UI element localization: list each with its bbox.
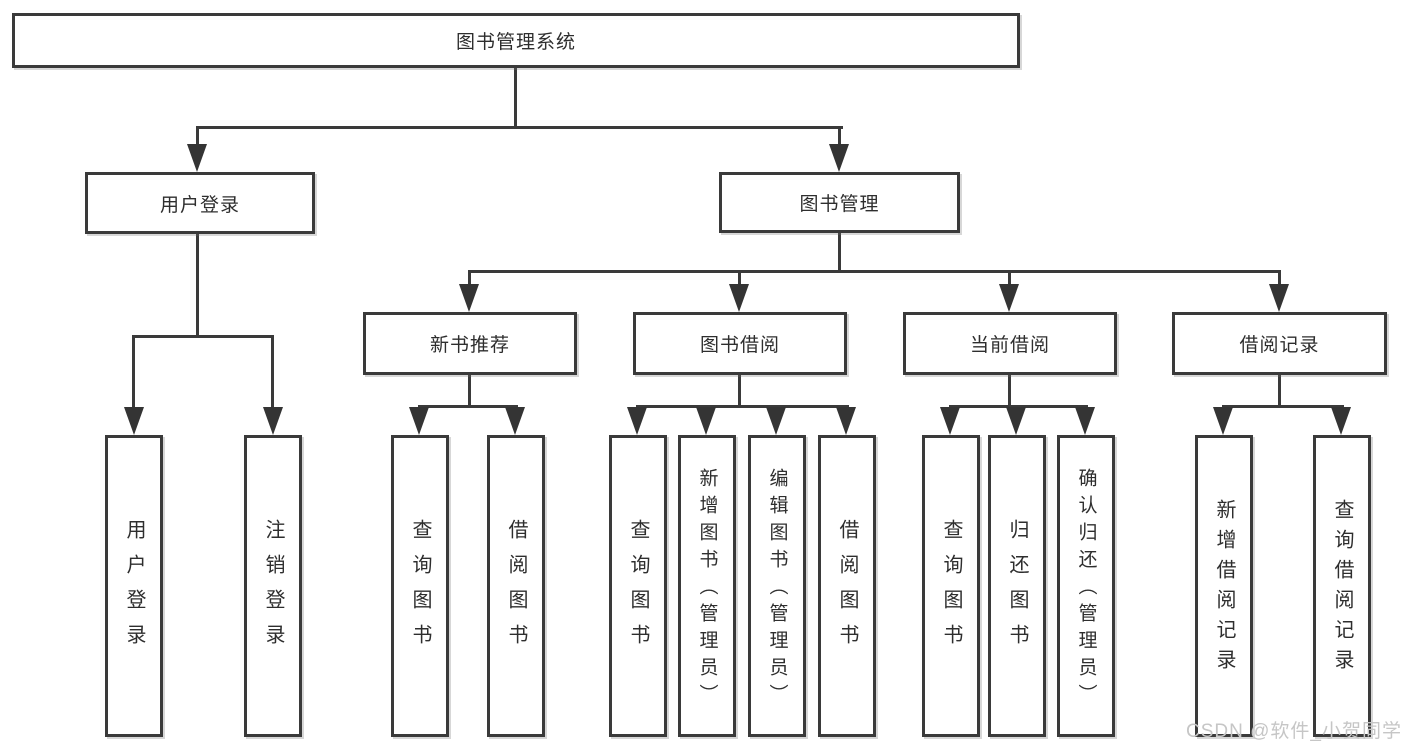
arrow-down-icon bbox=[696, 407, 716, 435]
arrow-down-icon bbox=[999, 284, 1019, 312]
leaf-borrow-books-2: 借阅图书 bbox=[818, 435, 876, 737]
node-borrow-records: 借阅记录 bbox=[1172, 312, 1387, 375]
connector bbox=[514, 68, 517, 128]
connector bbox=[468, 270, 471, 286]
node-book-borrow-label: 图书借阅 bbox=[699, 335, 780, 356]
node-book-management-label: 图书管理 bbox=[799, 194, 880, 215]
arrow-down-icon bbox=[505, 407, 525, 435]
connector bbox=[196, 126, 843, 129]
node-root: 图书管理系统 bbox=[12, 13, 1020, 68]
arrow-down-icon bbox=[1075, 407, 1095, 435]
arrow-down-icon bbox=[459, 284, 479, 312]
connector bbox=[949, 405, 1088, 408]
arrow-down-icon bbox=[940, 407, 960, 435]
connector bbox=[1008, 375, 1011, 408]
leaf-label: 用户登录 bbox=[123, 519, 145, 659]
leaf-label: 借阅图书 bbox=[505, 519, 527, 659]
connector bbox=[132, 335, 135, 410]
arrow-down-icon bbox=[766, 407, 786, 435]
arrow-down-icon bbox=[1006, 407, 1026, 435]
node-user-login-label: 用户登录 bbox=[159, 194, 240, 216]
leaf-add-books-admin: 新增图书（管理员） bbox=[678, 435, 736, 737]
leaf-label: 查询图书 bbox=[409, 519, 431, 659]
arrow-down-icon bbox=[1269, 284, 1289, 312]
arrow-down-icon bbox=[836, 407, 856, 435]
node-new-books-label: 新书推荐 bbox=[429, 335, 510, 356]
arrow-down-icon bbox=[829, 144, 849, 172]
leaf-label: 查询借阅记录 bbox=[1331, 499, 1353, 679]
node-root-label: 图书管理系统 bbox=[455, 32, 576, 53]
leaf-label: 查询图书 bbox=[940, 519, 962, 659]
leaf-label: 借阅图书 bbox=[836, 519, 858, 659]
arrow-down-icon bbox=[263, 407, 283, 435]
leaf-logout: 注销登录 bbox=[244, 435, 302, 737]
connector bbox=[468, 375, 471, 408]
connector bbox=[271, 335, 274, 410]
arrow-down-icon bbox=[187, 144, 207, 172]
leaf-label: 新增图书（管理员） bbox=[696, 467, 718, 711]
connector bbox=[738, 375, 741, 408]
arrow-down-icon bbox=[627, 407, 647, 435]
leaf-label: 确认归还（管理员） bbox=[1075, 467, 1097, 711]
leaf-label: 查询图书 bbox=[627, 519, 649, 659]
leaf-label: 注销登录 bbox=[262, 519, 284, 659]
arrow-down-icon bbox=[409, 407, 429, 435]
leaf-return-books: 归还图书 bbox=[988, 435, 1046, 737]
node-new-books: 新书推荐 bbox=[363, 312, 577, 375]
arrow-down-icon bbox=[124, 407, 144, 435]
leaf-query-books-3: 查询图书 bbox=[922, 435, 980, 737]
leaf-label: 编辑图书（管理员） bbox=[766, 467, 788, 711]
node-current-borrow-label: 当前借阅 bbox=[969, 335, 1050, 356]
connector bbox=[468, 270, 1281, 273]
leaf-user-login: 用户登录 bbox=[105, 435, 163, 737]
connector bbox=[838, 126, 841, 148]
csdn-watermark: CSDN @软件_小贺同学 bbox=[1186, 721, 1402, 742]
connector bbox=[738, 270, 741, 286]
connector bbox=[1278, 375, 1281, 408]
arrow-down-icon bbox=[729, 284, 749, 312]
leaf-label: 归还图书 bbox=[1006, 519, 1028, 659]
node-book-borrow: 图书借阅 bbox=[633, 312, 847, 375]
node-current-borrow: 当前借阅 bbox=[903, 312, 1117, 375]
leaf-confirm-return-admin: 确认归还（管理员） bbox=[1057, 435, 1115, 737]
node-book-management: 图书管理 bbox=[719, 172, 960, 233]
connector bbox=[196, 126, 199, 148]
connector bbox=[1008, 270, 1011, 286]
leaf-add-borrow-record: 新增借阅记录 bbox=[1195, 435, 1253, 737]
leaf-label: 新增借阅记录 bbox=[1213, 499, 1235, 679]
leaf-borrow-books-1: 借阅图书 bbox=[487, 435, 545, 737]
connector bbox=[196, 234, 199, 338]
leaf-edit-books-admin: 编辑图书（管理员） bbox=[748, 435, 806, 737]
connector bbox=[132, 335, 274, 338]
leaf-query-books-1: 查询图书 bbox=[391, 435, 449, 737]
connector bbox=[418, 405, 518, 408]
connector bbox=[1222, 405, 1344, 408]
node-borrow-records-label: 借阅记录 bbox=[1239, 335, 1320, 356]
connector bbox=[838, 233, 841, 273]
leaf-query-borrow-record: 查询借阅记录 bbox=[1313, 435, 1371, 737]
connector bbox=[1278, 270, 1281, 286]
arrow-down-icon bbox=[1213, 407, 1233, 435]
connector bbox=[636, 405, 849, 408]
arrow-down-icon bbox=[1331, 407, 1351, 435]
node-user-login: 用户登录 bbox=[85, 172, 315, 234]
leaf-query-books-2: 查询图书 bbox=[609, 435, 667, 737]
